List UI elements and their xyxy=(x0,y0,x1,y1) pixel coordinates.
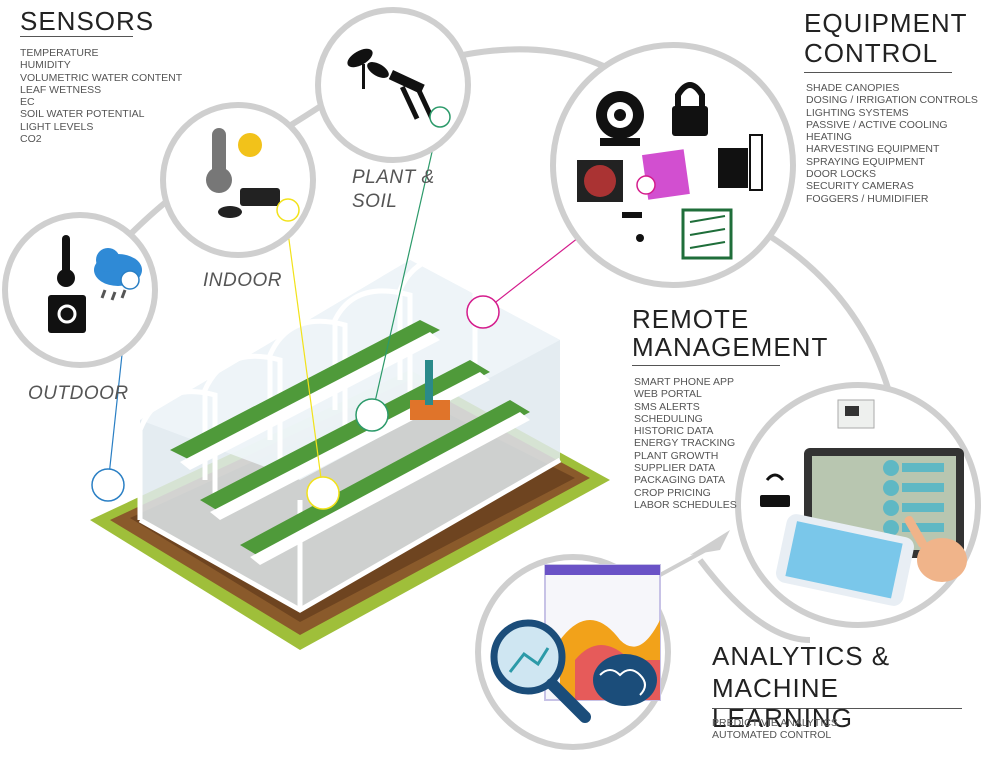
plant-marker xyxy=(355,398,389,432)
brain-icon xyxy=(593,654,657,706)
list-item: WEB PORTAL xyxy=(634,388,702,401)
sensors-rule xyxy=(20,36,133,37)
list-item: CO2 xyxy=(20,133,42,146)
remote-title-line1: REMOTE xyxy=(632,304,750,334)
analytics-title-line1: ANALYTICS & xyxy=(712,641,891,671)
list-item: LIGHTING SYSTEMS xyxy=(806,106,909,119)
sprayer-icon xyxy=(622,212,644,242)
greenhouse xyxy=(90,254,610,650)
plant-label-line2: SOIL xyxy=(352,191,398,212)
list-item: LEAF WETNESS xyxy=(20,83,102,96)
list-item: DOSING / IRRIGATION CONTROLS xyxy=(806,94,978,107)
list-item: SHADE CANOPIES xyxy=(806,82,900,94)
list-item: TEMPERATURE xyxy=(20,47,99,59)
heater-icon xyxy=(718,134,763,191)
indoor-thermometer-icon xyxy=(206,128,262,193)
equipment-circle xyxy=(550,42,796,288)
arrow-icon xyxy=(659,530,730,577)
plant-soil-circle xyxy=(315,7,471,163)
sensor-device-icon xyxy=(218,188,280,218)
equipment-list: SHADE CANOPIES DOSING / IRRIGATION CONTR… xyxy=(806,82,978,205)
list-item: HEATING xyxy=(806,131,852,144)
outdoor-marker xyxy=(91,468,125,502)
sun-box-icon xyxy=(48,295,86,333)
list-item: LIGHT LEVELS xyxy=(20,120,94,133)
indoor-leader-line xyxy=(284,209,324,494)
list-item: HISTORIC DATA xyxy=(634,425,714,438)
thermometer-icon xyxy=(57,235,75,287)
shade-canopy-icon xyxy=(681,208,733,260)
equipment-title-line1: EQUIPMENT xyxy=(804,8,968,38)
plant-sprout-icon xyxy=(347,48,389,89)
control-box-icon xyxy=(837,399,875,429)
sensors-list: TEMPERATURE HUMIDITY VOLUMETRIC WATER CO… xyxy=(20,47,182,145)
equipment-marker xyxy=(466,295,500,329)
remote-title-line2: MANAGEMENT xyxy=(632,332,829,362)
list-item: HARVESTING EQUIPMENT xyxy=(806,143,940,156)
remote-list: SMART PHONE APP WEB PORTAL SMS ALERTS SC… xyxy=(634,376,737,511)
padlock-icon xyxy=(672,82,708,136)
phone-icon xyxy=(776,514,914,606)
analytics-list: PREDICTIVIE ANALYTICS AUTOMATED CONTROL xyxy=(712,717,838,742)
list-item: SUPPLIER DATA xyxy=(634,462,716,475)
list-item: SECURITY CAMERAS xyxy=(806,180,914,193)
list-item: SPRAYING EQUIPMENT xyxy=(806,155,925,168)
list-item: SMART PHONE APP xyxy=(634,376,734,388)
indoor-circle xyxy=(160,102,316,258)
soil-probe-icon xyxy=(388,70,435,120)
fan-icon xyxy=(596,91,644,146)
list-item: VOLUMETRIC WATER CONTENT xyxy=(20,71,183,84)
list-item: SCHEDULING xyxy=(634,412,703,425)
analytics-rule xyxy=(712,708,962,709)
list-item: EC xyxy=(20,96,35,109)
list-item: ENERGY TRACKING xyxy=(634,437,736,450)
equipment-rule xyxy=(804,72,952,73)
remote-circle xyxy=(735,382,981,628)
list-item: LABOR SCHEDULES xyxy=(634,498,737,511)
analytics-circle xyxy=(475,554,671,750)
list-item: AUTOMATED CONTROL xyxy=(712,729,832,742)
list-item: CROP PRICING xyxy=(634,486,711,499)
sensors-title: SENSORS xyxy=(20,6,155,36)
equipment-title-line2: CONTROL xyxy=(804,38,939,68)
list-item: PLANT GROWTH xyxy=(634,449,719,462)
outdoor-circle xyxy=(2,212,158,368)
list-item: SOIL WATER POTENTIAL xyxy=(20,108,145,121)
hand-icon xyxy=(904,515,967,582)
magnifier-icon xyxy=(490,619,591,723)
plant-leader-line xyxy=(371,116,441,416)
list-item: PACKAGING DATA xyxy=(634,474,726,487)
router-icon xyxy=(760,473,790,507)
list-item: SMS ALERTS xyxy=(634,400,700,413)
remote-rule xyxy=(632,365,780,366)
indoor-marker xyxy=(306,476,340,510)
list-item: HUMIDITY xyxy=(20,59,71,72)
list-item: PASSIVE / ACTIVE COOLING xyxy=(806,118,948,131)
list-item: FOGGERS / HUMIDIFIER xyxy=(806,192,929,205)
indoor-label: INDOOR xyxy=(203,270,282,291)
vent-icon xyxy=(577,160,623,202)
outdoor-label: OUTDOOR xyxy=(28,383,129,404)
plant-label-line1: PLANT & xyxy=(352,167,435,188)
list-item: DOOR LOCKS xyxy=(806,168,877,181)
list-item: PREDICTIVIE ANALYTICS xyxy=(712,717,838,729)
